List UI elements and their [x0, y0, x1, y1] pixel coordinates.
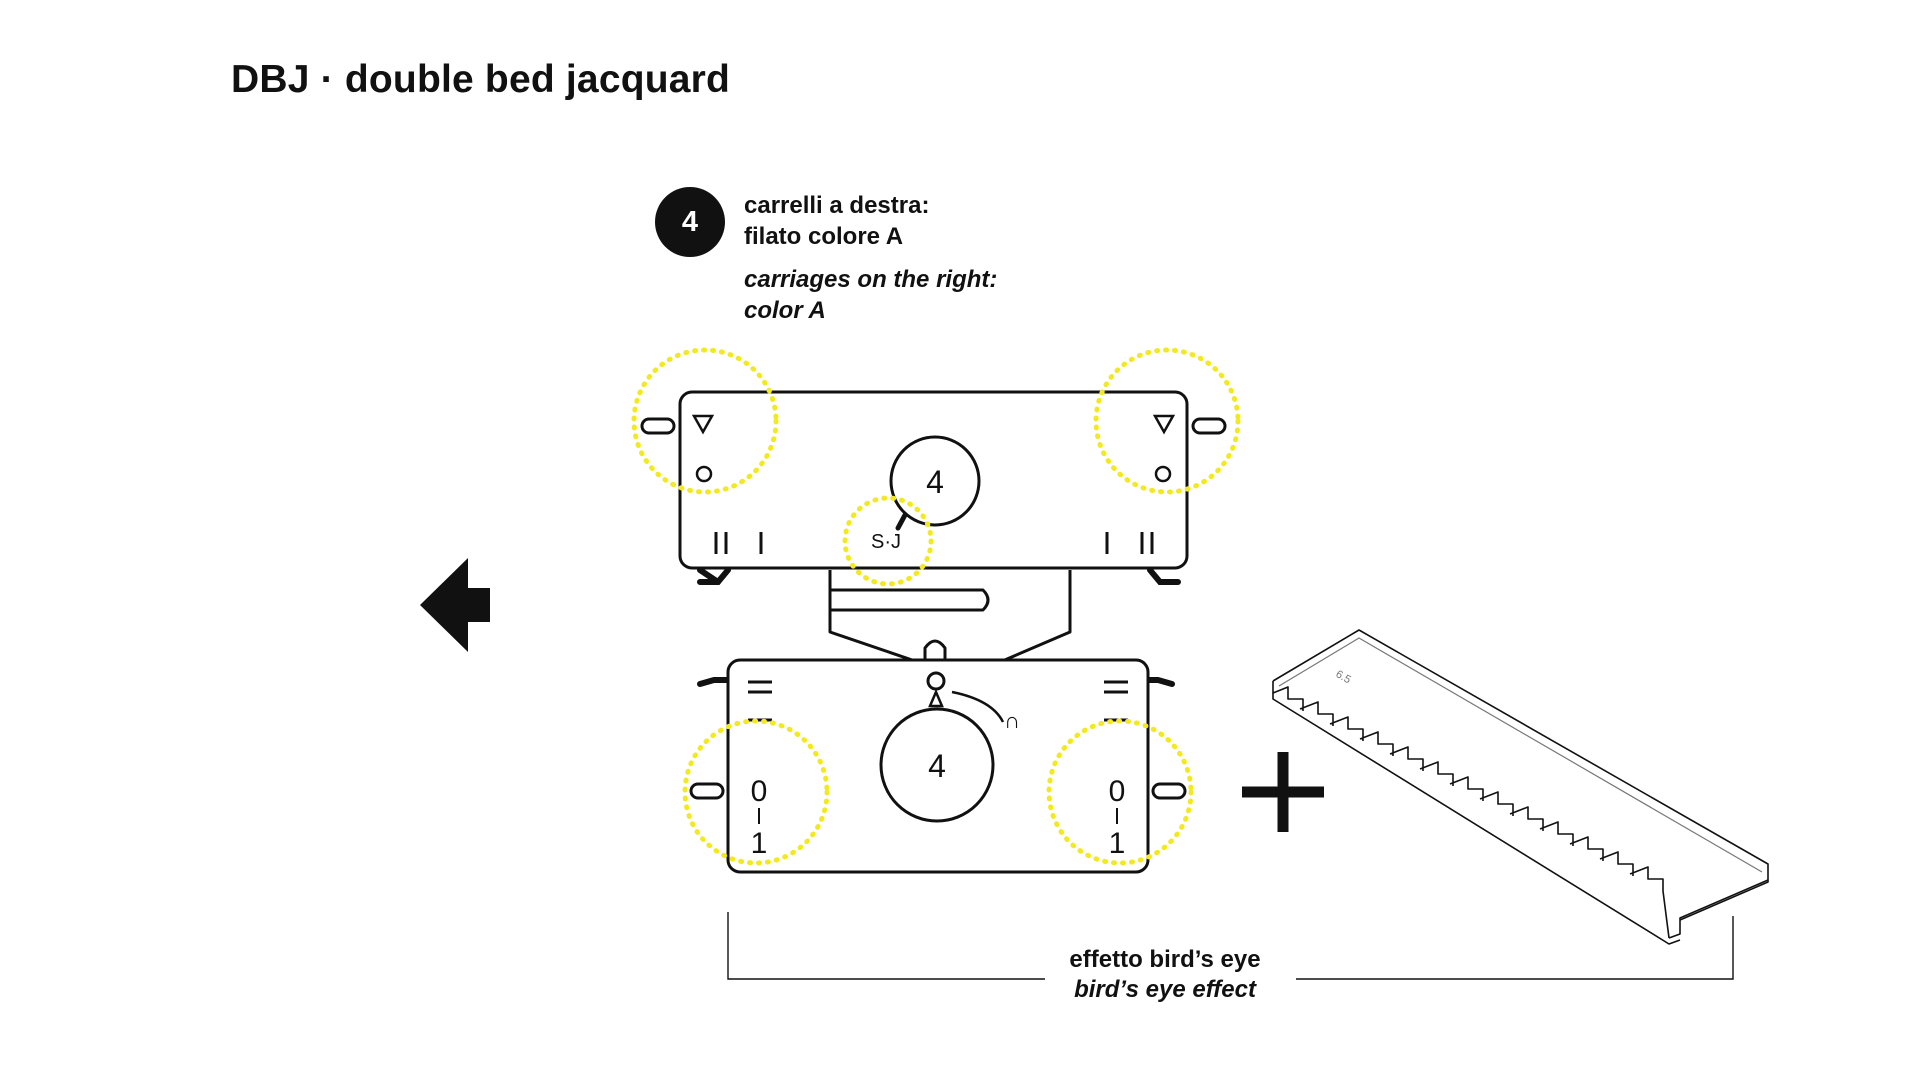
lower-right-handle — [1151, 782, 1187, 800]
upper-right-foot — [1147, 567, 1181, 585]
lower-left-handle — [689, 782, 725, 800]
step-instruction-line: carrelli a destra: — [744, 192, 930, 219]
highlight-circles — [631, 347, 1241, 866]
effect-bracket — [727, 912, 1734, 980]
upper-left-handle — [640, 417, 676, 435]
knob-pointer-icon — [928, 688, 944, 708]
step-number-badge: 4 — [655, 187, 725, 257]
dial-pointer — [895, 512, 908, 531]
effect-label-english: bird’s eye effect — [1074, 976, 1256, 1003]
highlight-lower-right — [1046, 718, 1194, 866]
lower-dial — [879, 707, 995, 823]
lower-dial-value: 4 — [928, 748, 946, 784]
highlight-upper-left — [631, 347, 779, 495]
highlight-lower-left — [682, 718, 830, 866]
page-title: DBJ · double bed jacquard — [231, 58, 731, 101]
knob-indicator-icon — [926, 671, 946, 691]
comb-label: 6.5 — [1334, 668, 1353, 686]
upper-dial-value: 4 — [926, 464, 944, 500]
upper-dial — [889, 435, 981, 527]
knob-arc — [951, 690, 1005, 723]
highlight-upper-right — [1093, 347, 1241, 495]
triangle-indicator-icon — [691, 414, 715, 435]
knob-symbol: ∩ — [1004, 708, 1020, 733]
upper-right-tick-marks — [1105, 532, 1154, 554]
step-instruction-line: filato colore A — [744, 223, 904, 250]
upper-right-handle — [1191, 417, 1227, 435]
plus-icon — [1242, 752, 1324, 832]
step-instruction-english: carriages on the right: color A — [744, 264, 997, 326]
lower-carriage: ∩ 4 0 1 0 1 — [689, 658, 1187, 874]
triangle-indicator-icon — [1152, 414, 1176, 435]
circle-indicator-icon — [1154, 465, 1172, 483]
right-switch-top-value: 0 — [1109, 775, 1126, 808]
right-switch-bottom-value: 1 — [1109, 827, 1126, 860]
carriage-bridge — [828, 570, 1072, 664]
lower-right-lever-marks — [1104, 680, 1128, 722]
left-switch-bottom-value: 1 — [751, 827, 768, 860]
step-instruction-italian: carrelli a destra: filato colore A — [744, 190, 929, 252]
needle-comb: 6.5 — [1272, 629, 1769, 945]
highlight-mode-label — [842, 495, 934, 587]
arrow-left-icon — [420, 558, 490, 652]
step-instruction-line: color A — [744, 297, 826, 324]
upper-carriage: 4 S·J — [640, 390, 1227, 585]
mode-label-sj: S·J — [871, 531, 901, 553]
lower-left-lever-marks — [748, 680, 772, 722]
left-switch-top-value: 0 — [751, 775, 768, 808]
effect-label-italian: effetto bird’s eye — [1069, 946, 1261, 973]
lower-left-foot — [697, 677, 731, 687]
circle-indicator-icon — [695, 465, 713, 483]
step-instruction-line: carriages on the right: — [744, 266, 998, 293]
upper-left-tick-marks — [714, 532, 763, 554]
